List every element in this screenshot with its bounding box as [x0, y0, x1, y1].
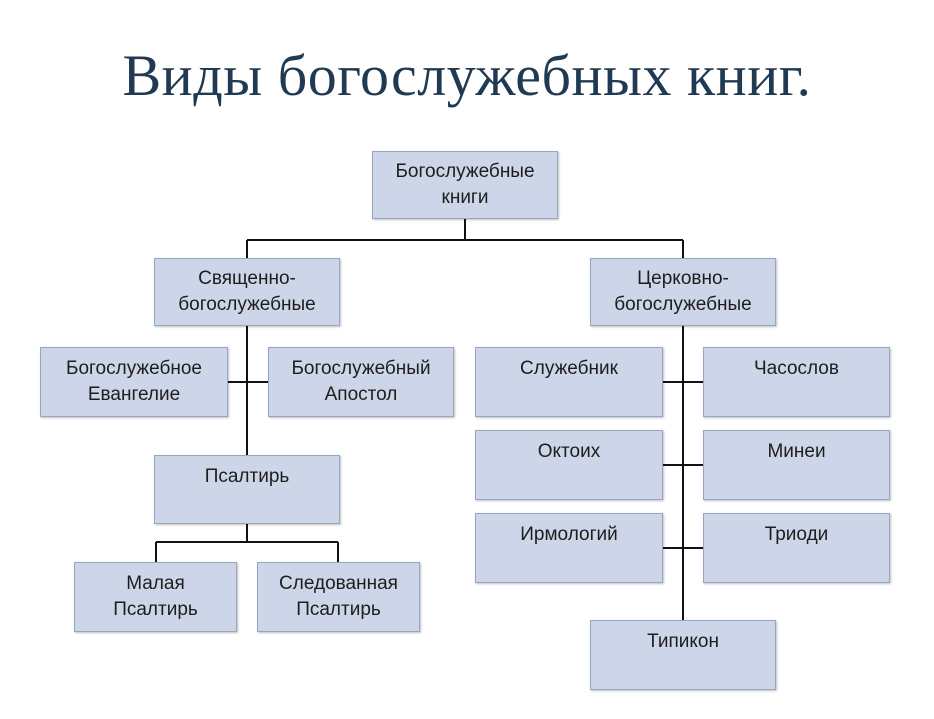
node-liturgical-gospel: Богослужебное Евангелие — [40, 347, 228, 417]
node-church-liturgical: Церковно- богослужебные — [590, 258, 776, 326]
node-small-psalter: Малая Псалтирь — [74, 562, 237, 632]
node-oktoih: Октоих — [475, 430, 663, 500]
node-sluzhebnik: Служебник — [475, 347, 663, 417]
node-chasoslov: Часослов — [703, 347, 890, 417]
node-psalter: Псалтирь — [154, 455, 340, 524]
node-triodi: Триоди — [703, 513, 890, 583]
node-liturgical-apostle: Богослужебный Апостол — [268, 347, 454, 417]
node-tipikon: Типикон — [590, 620, 776, 690]
node-minei: Минеи — [703, 430, 890, 500]
page-title: Виды богослужебных книг. — [122, 43, 812, 108]
node-sacred-liturgical: Священно- богослужебные — [154, 258, 340, 326]
node-irmologiy: Ирмологий — [475, 513, 663, 583]
node-following-psalter: Следованная Псалтирь — [257, 562, 420, 632]
node-liturgical-books: Богослужебные книги — [372, 151, 558, 219]
